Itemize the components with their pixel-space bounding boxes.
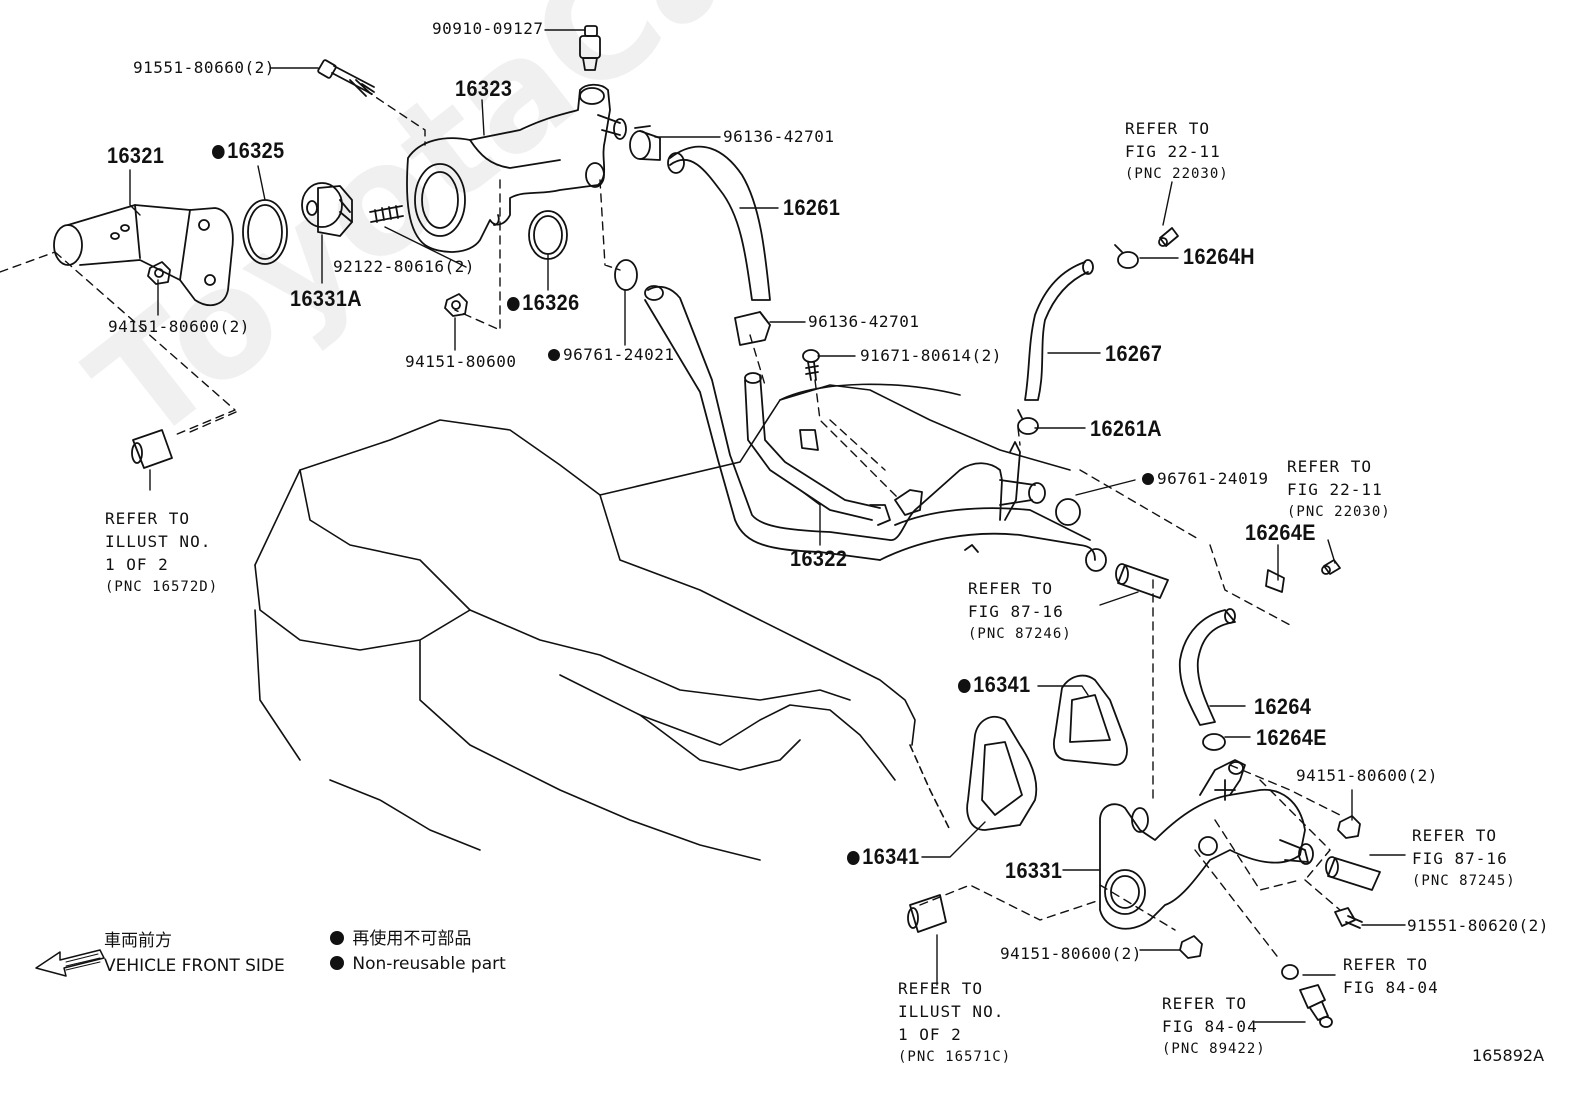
clamp-16264H (1114, 244, 1139, 269)
label-94151-80600-c: 94151-80600(2) (1296, 766, 1438, 785)
label-16325: 16325 (212, 140, 285, 162)
legend-nonreusable-jp: 再使用不可部品 (330, 931, 471, 948)
nonreusable-dot-icon (330, 956, 344, 970)
gasket-16325 (242, 199, 288, 265)
thermostat-16331A (301, 182, 353, 237)
legend-direction-en: VEHICLE FRONT SIDE (104, 956, 285, 976)
nonreusable-dot-icon (330, 931, 344, 945)
label-92122-80616: 92122-80616(2) (333, 257, 475, 276)
bolt-91671 (802, 349, 820, 381)
washer-84-04 (1281, 964, 1299, 980)
hose-16267 (1024, 259, 1094, 401)
label-16323: 16323 (455, 76, 513, 101)
bolt-91551-80660 (317, 59, 375, 97)
gasket-16341-b (966, 715, 1038, 831)
label-94151-80600-b: 94151-80600 (405, 352, 517, 371)
hose-end-22030-a (1158, 227, 1179, 247)
label-94151-80600-d: 94151-80600(2) (1000, 944, 1142, 963)
label-16264H: 16264H (1183, 244, 1256, 269)
nonreusable-dot-icon (847, 851, 860, 865)
label-16264: 16264 (1254, 694, 1312, 719)
label-16264E-b: 16264E (1256, 725, 1327, 750)
oring-96761-24021 (614, 259, 638, 291)
nut-94151-b (444, 293, 468, 317)
nonreusable-dot-icon (212, 145, 225, 159)
gasket-16326-inner (533, 215, 563, 255)
stud-92122 (369, 205, 404, 223)
clamp-16261A (1017, 409, 1039, 435)
engine-block-outline (254, 383, 1071, 861)
gasket-16341-a (1052, 674, 1128, 766)
label-16341-b: 16341 (847, 846, 920, 868)
hose-16264 (1178, 608, 1236, 726)
hose-87246 (1115, 563, 1169, 599)
label-16331A: 16331A (290, 286, 363, 311)
label-16264E-a: 16264E (1245, 520, 1316, 545)
hose-16571C (907, 894, 947, 933)
temp-sensor-89422 (1299, 984, 1333, 1028)
hose-16261 (667, 145, 771, 301)
label-16331: 16331 (1005, 858, 1063, 883)
label-96761-24021: 96761-24021 (548, 347, 674, 363)
figure-code: 165892A (1472, 1046, 1545, 1065)
hose-87245 (1325, 856, 1381, 891)
label-16267: 16267 (1105, 341, 1163, 366)
water-inlet-housing-16331 (1099, 759, 1314, 930)
nonreusable-dot-icon (958, 679, 971, 693)
clamp-16264E-a (1265, 569, 1285, 593)
label-16321: 16321 (107, 143, 165, 168)
assembly-dash-lines (0, 89, 1341, 961)
label-96136-42701-a: 96136-42701 (723, 127, 835, 146)
hose-end-22030-b (1321, 559, 1341, 575)
nut-94151-c (1337, 815, 1361, 839)
nonreusable-dot-icon (548, 349, 560, 361)
clamp-96136-b (734, 311, 771, 346)
sender-90910 (579, 25, 601, 71)
label-96761-24019: 96761-24019 (1142, 471, 1268, 487)
label-16261A: 16261A (1090, 416, 1163, 441)
legend-direction-jp: 車両前方 (104, 931, 172, 951)
gasket-16325-inner (247, 204, 283, 260)
clamp-96136-a (629, 125, 661, 161)
nonreusable-dot-icon (507, 297, 520, 311)
nut-94151-d (1179, 935, 1203, 959)
bypass-pipe-16322 (644, 285, 1107, 572)
legend-nonreusable-en: Non-reusable part (330, 956, 506, 973)
front-arrow-icon (35, 949, 105, 977)
label-91551-80620: 91551-80620(2) (1407, 916, 1549, 935)
clamp-16264E-b (1202, 733, 1226, 751)
label-16341-a: 16341 (958, 674, 1031, 696)
label-91551-80660: 91551-80660(2) (133, 58, 275, 77)
label-90910-09127: 90910-09127 (432, 19, 544, 38)
hose-16572D (131, 429, 173, 469)
oring-96761-24019 (1055, 498, 1081, 526)
water-outlet-16323 (406, 83, 627, 253)
gasket-16326 (528, 210, 568, 260)
label-16261: 16261 (783, 195, 841, 220)
bolt-91551-80620 (1334, 907, 1363, 929)
label-91671-80614: 91671-80614(2) (860, 346, 1002, 365)
label-94151-80600-a: 94151-80600(2) (108, 317, 250, 336)
label-16326: 16326 (507, 292, 580, 314)
nut-94151-a (147, 261, 171, 285)
label-96136-42701-b: 96136-42701 (808, 312, 920, 331)
label-16322: 16322 (790, 546, 848, 571)
nonreusable-dot-icon (1142, 473, 1154, 485)
water-inlet-16321 (53, 204, 234, 307)
